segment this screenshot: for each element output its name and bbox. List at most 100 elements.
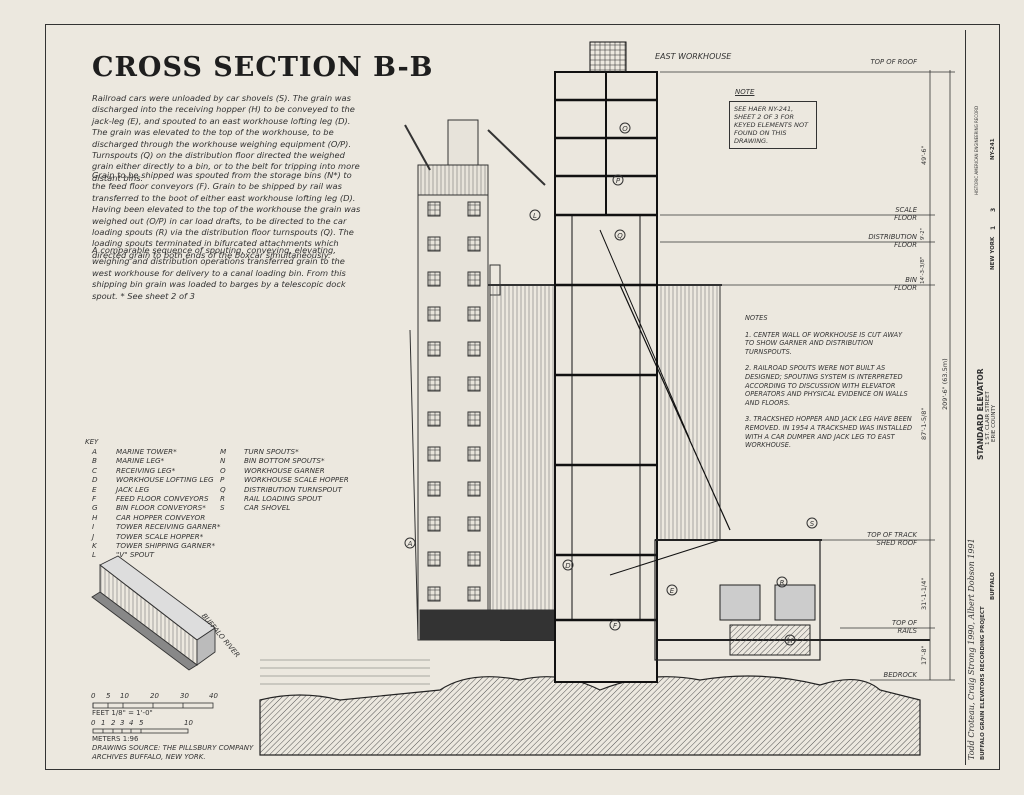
scale-tick-label: 20 — [150, 692, 159, 700]
callout-p-label: P — [616, 177, 621, 185]
dim-roof-to-scale: 49'-6" — [920, 145, 928, 165]
tower-window — [427, 516, 441, 532]
level-distribution-floor: DISTRIBUTION FLOOR — [868, 233, 917, 249]
dim-bin-to-shed: 87'-1-5/8" — [920, 407, 928, 440]
scale-tick-label: 0 — [91, 692, 96, 700]
key-item: B MARINE LEG* — [92, 456, 220, 465]
project-name: BUFFALO GRAIN ELEVATORS RECORDING PROJEC… — [980, 606, 986, 760]
key-label: DISTRIBUTION TURNSPOUT — [244, 484, 342, 494]
key-label: TOWER RECEIVING GARNER* — [116, 522, 221, 532]
key-label: RAIL LOADING SPOUT — [244, 494, 322, 504]
key-item: K TOWER SHIPPING GARNER* — [92, 541, 220, 550]
delineators: Todd Croteau, Craig Strong 1990, Albert … — [967, 538, 976, 760]
key-label: WORKHOUSE LOFTING LEG — [116, 475, 214, 485]
key-letter: Q — [220, 484, 226, 494]
callout-a: A — [404, 537, 416, 549]
description-paragraph-1: Railroad cars were unloaded by car shove… — [92, 93, 360, 183]
key-letter: G — [92, 503, 98, 513]
note-item-1: 1. CENTER WALL OF WORKHOUSE IS CUT AWAY … — [745, 330, 903, 356]
tower-window — [467, 586, 481, 602]
key-item: R RAIL LOADING SPOUT — [220, 494, 349, 503]
key-item: G BIN FLOOR CONVEYORS* — [92, 503, 220, 512]
key-letter: O — [220, 465, 226, 475]
feet-label: FEET 1/8" = 1'-0" — [92, 709, 153, 717]
key-letter: H — [92, 512, 98, 522]
key-letter: B — [92, 456, 97, 466]
key-label: JACK LEG — [116, 484, 150, 494]
callout-r: R — [776, 576, 788, 588]
scale-tick-label: 5 — [106, 692, 111, 700]
dimension-lines — [660, 70, 955, 681]
key-label: "V" SPOUT — [116, 550, 155, 560]
sheet-total: 3 — [990, 207, 997, 212]
key-letter: F — [92, 494, 97, 504]
notes-title: NOTES — [745, 314, 768, 322]
scale-tick-label: 10 — [184, 719, 193, 727]
callout-s-label: S — [810, 520, 815, 528]
scale-tick-label: 3 — [120, 719, 125, 727]
callout-l-label: L — [533, 212, 537, 220]
tower-window — [467, 201, 481, 217]
callout-l: L — [529, 209, 541, 221]
key-letter: J — [92, 531, 95, 541]
level-top-of-roof: TOP OF ROOF — [870, 58, 917, 66]
key-label: BIN FLOOR CONVEYORS* — [116, 503, 206, 513]
callouts: S L A D E O P Q R H F — [404, 122, 818, 646]
callout-d-label: D — [565, 562, 571, 570]
callout-q-label: Q — [617, 232, 623, 240]
note-item-3: 3. TRACKSHED HOPPER AND JACK LEG HAVE BE… — [745, 415, 913, 450]
ground-section — [259, 639, 930, 756]
scale-tick-label: 5 — [139, 719, 144, 727]
tower-window — [467, 341, 481, 357]
notes-block: NOTES 1. CENTER WALL OF WORKHOUSE IS CUT… — [745, 314, 913, 458]
key-label: TOWER SCALE HOPPER* — [116, 531, 204, 541]
tower-window — [427, 236, 441, 252]
level-bedrock: BEDROCK — [883, 671, 917, 679]
state: NEW YORK — [990, 236, 996, 270]
key-label: MARINE LEG* — [116, 456, 165, 466]
tower-window — [427, 586, 441, 602]
tower-window — [427, 306, 441, 322]
key-letter: K — [92, 541, 97, 551]
key-letter: C — [92, 465, 98, 475]
dim-dist-to-bin: 14'-3-3/8" — [920, 256, 926, 284]
tower-window — [467, 411, 481, 427]
scale-bar-graphic — [92, 702, 214, 734]
tower-window — [467, 376, 481, 392]
key-item: Q DISTRIBUTION TURNSPOUT — [220, 485, 349, 494]
tower-window — [467, 481, 481, 497]
callout-o: O — [619, 122, 631, 134]
tower-window — [467, 446, 481, 462]
key-item: L"V" SPOUT — [92, 550, 220, 559]
scale-tick-label: 30 — [180, 692, 189, 700]
key-label: CAR SHOVEL — [244, 503, 291, 513]
tower-window — [427, 411, 441, 427]
key-label: TOWER SHIPPING GARNER* — [116, 541, 216, 551]
tower-window — [427, 481, 441, 497]
key-label: BIN BOTTOM SPOUTS* — [244, 456, 325, 466]
key-label: TURN SPOUTS* — [244, 447, 299, 456]
callout-s: S — [806, 517, 818, 529]
callout-d: D — [562, 559, 574, 571]
key-letter: R — [220, 494, 225, 504]
city: BUFFALO — [990, 572, 996, 600]
scale-tick-label: 40 — [209, 692, 218, 700]
tower-window — [467, 271, 481, 287]
key-letter: D — [92, 475, 98, 485]
tower-window — [427, 376, 441, 392]
key-label: RECEIVING LEG* — [116, 465, 176, 475]
callout-f: F — [609, 619, 621, 631]
tower-window — [427, 201, 441, 217]
source-line-2: ARCHIVES BUFFALO, NEW YORK. — [92, 753, 206, 761]
